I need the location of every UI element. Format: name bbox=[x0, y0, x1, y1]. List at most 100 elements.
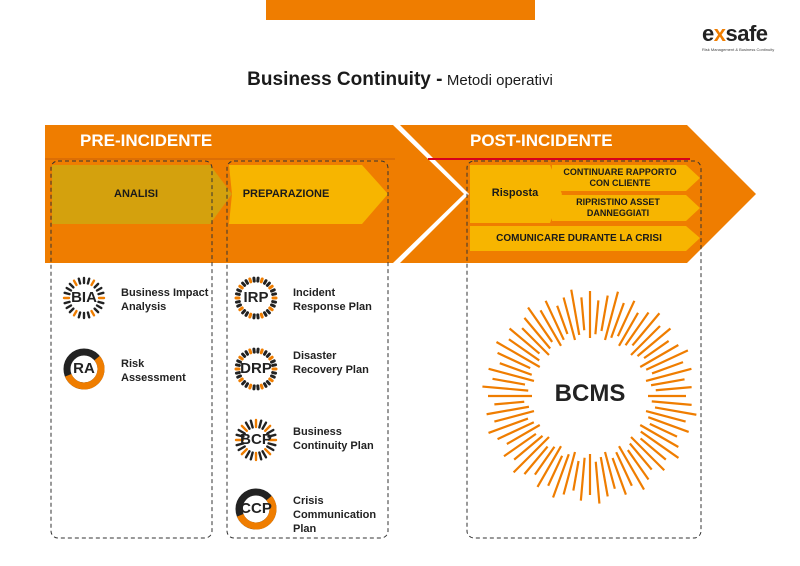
comunicare-label: COMUNICARE DURANTE LA CRISI bbox=[496, 233, 662, 244]
ra-abbr: RA bbox=[73, 360, 95, 377]
irp-caption-line2: Response Plan bbox=[293, 301, 372, 313]
bcms-ray bbox=[494, 409, 535, 423]
bcms-ray bbox=[492, 377, 526, 386]
bcms-ray bbox=[645, 367, 692, 383]
preparazione-block-shape bbox=[229, 165, 388, 224]
bcms-ray bbox=[629, 442, 653, 471]
bcms-ray bbox=[631, 312, 661, 347]
bcms-ray bbox=[562, 451, 577, 495]
bcms-ray bbox=[497, 351, 531, 370]
drp-caption-line1: Disaster bbox=[293, 350, 337, 362]
title-sub: Metodi operativi bbox=[446, 72, 553, 89]
analisi-block-shape bbox=[52, 165, 232, 224]
bcms-ray bbox=[615, 451, 633, 487]
bcms-label: BCMS bbox=[554, 380, 626, 407]
bcp-caption: Business Continuity Plan bbox=[293, 425, 374, 453]
drp-abbr: DRP bbox=[240, 360, 272, 377]
bcms-ray bbox=[523, 445, 549, 475]
bcms-ray bbox=[626, 449, 650, 481]
bcms-ray bbox=[486, 405, 530, 416]
bcms-ray bbox=[611, 457, 627, 496]
bcms-ray bbox=[650, 378, 685, 387]
bcms-ray bbox=[580, 297, 586, 331]
ccp-caption-line3: Plan bbox=[293, 523, 317, 535]
continuare-label: CONTINUARE RAPPORTO CON CLIENTE bbox=[563, 167, 677, 188]
bcms-ray bbox=[599, 456, 609, 497]
page-title: Business Continuity - Metodi operativi bbox=[0, 66, 800, 95]
bcms-ray bbox=[654, 406, 697, 416]
bcms-ray bbox=[539, 309, 562, 347]
top-accent-bar bbox=[266, 0, 535, 20]
bcms-ray bbox=[508, 327, 541, 355]
irp-abbr: IRP bbox=[243, 289, 269, 306]
bcms-ray bbox=[499, 362, 533, 376]
bia-abbr: BIA bbox=[71, 289, 97, 306]
analysis-column-outline bbox=[50, 160, 213, 539]
bcms-ray bbox=[624, 311, 650, 346]
post-incident-label: POST-INCIDENTE bbox=[470, 131, 613, 150]
bcms-ray bbox=[643, 340, 670, 360]
preparazione-label: PREPARAZIONE bbox=[242, 188, 330, 200]
bcms-ray bbox=[600, 295, 609, 332]
bcms-ray bbox=[523, 317, 551, 350]
bcms-ray bbox=[645, 409, 686, 423]
bcms-ray bbox=[639, 437, 667, 461]
analisi-label: ANALISI bbox=[114, 188, 158, 200]
bia-ring-icon bbox=[62, 276, 106, 320]
ripristino-block-shape bbox=[552, 195, 700, 221]
bcp-ring-icon bbox=[234, 418, 278, 462]
bcms-ray bbox=[513, 435, 544, 461]
drp-caption: Disaster Recovery Plan bbox=[293, 349, 369, 377]
bcms-ray bbox=[488, 367, 535, 383]
bcms-ray bbox=[603, 291, 620, 341]
bcms-ray bbox=[579, 457, 586, 501]
bcms-ray bbox=[521, 327, 550, 356]
drp-caption-line2: Recovery Plan bbox=[293, 364, 369, 376]
continuare-block-shape bbox=[552, 165, 700, 191]
irp-ring-icon bbox=[234, 276, 278, 320]
bcms-ray bbox=[594, 300, 600, 335]
bcms-ray bbox=[572, 460, 580, 491]
bcms-ray bbox=[636, 327, 672, 357]
ra-caption: Risk Assessment bbox=[121, 357, 186, 385]
bcms-ray bbox=[512, 436, 550, 474]
bia-caption: Business Impact Analysis bbox=[121, 286, 208, 314]
bcms-ray bbox=[594, 461, 601, 504]
bcp-abbr: BCP bbox=[240, 431, 272, 448]
bcms-ray bbox=[603, 451, 616, 490]
irp-caption: Incident Response Plan bbox=[293, 286, 372, 314]
bcms-ray bbox=[610, 302, 625, 339]
bcms-ray bbox=[536, 445, 562, 488]
bcms-ray bbox=[508, 338, 540, 362]
bcms-sunburst bbox=[482, 289, 697, 504]
ripristino-label: RIPRISTINO ASSET DANNEGGIATI bbox=[576, 197, 660, 218]
bcms-ray bbox=[630, 436, 666, 472]
bcms-ray bbox=[482, 385, 529, 392]
bcms-ray bbox=[647, 416, 690, 433]
risposta-label: Risposta bbox=[491, 187, 539, 199]
bcms-ray bbox=[495, 341, 541, 368]
ccp-ring-icon bbox=[235, 488, 277, 530]
bcms-ray bbox=[556, 305, 569, 335]
bcp-caption-line1: Business bbox=[293, 426, 342, 438]
ra-caption-line1: Risk bbox=[121, 358, 145, 370]
bcms-ray bbox=[488, 417, 529, 434]
bcms-ray bbox=[651, 361, 684, 375]
bcms-ray bbox=[544, 300, 565, 341]
bcms-ray bbox=[552, 453, 570, 498]
bcms-ray bbox=[639, 424, 679, 448]
risposta-block-shape bbox=[470, 165, 562, 223]
logo-wordmark: exsafe bbox=[702, 21, 768, 46]
bcms-ray bbox=[649, 422, 678, 438]
bcms-ray bbox=[651, 400, 692, 406]
bcms-ray bbox=[527, 306, 554, 343]
drp-ring-icon bbox=[234, 347, 278, 391]
bcms-ray bbox=[503, 432, 537, 458]
bcp-caption-line2: Continuity Plan bbox=[293, 440, 374, 452]
ra-ring-icon bbox=[63, 348, 105, 390]
bcms-ray bbox=[616, 300, 636, 337]
bcms-ray bbox=[562, 297, 577, 341]
response-column-outline bbox=[466, 160, 702, 539]
bcms-ray bbox=[618, 445, 645, 491]
